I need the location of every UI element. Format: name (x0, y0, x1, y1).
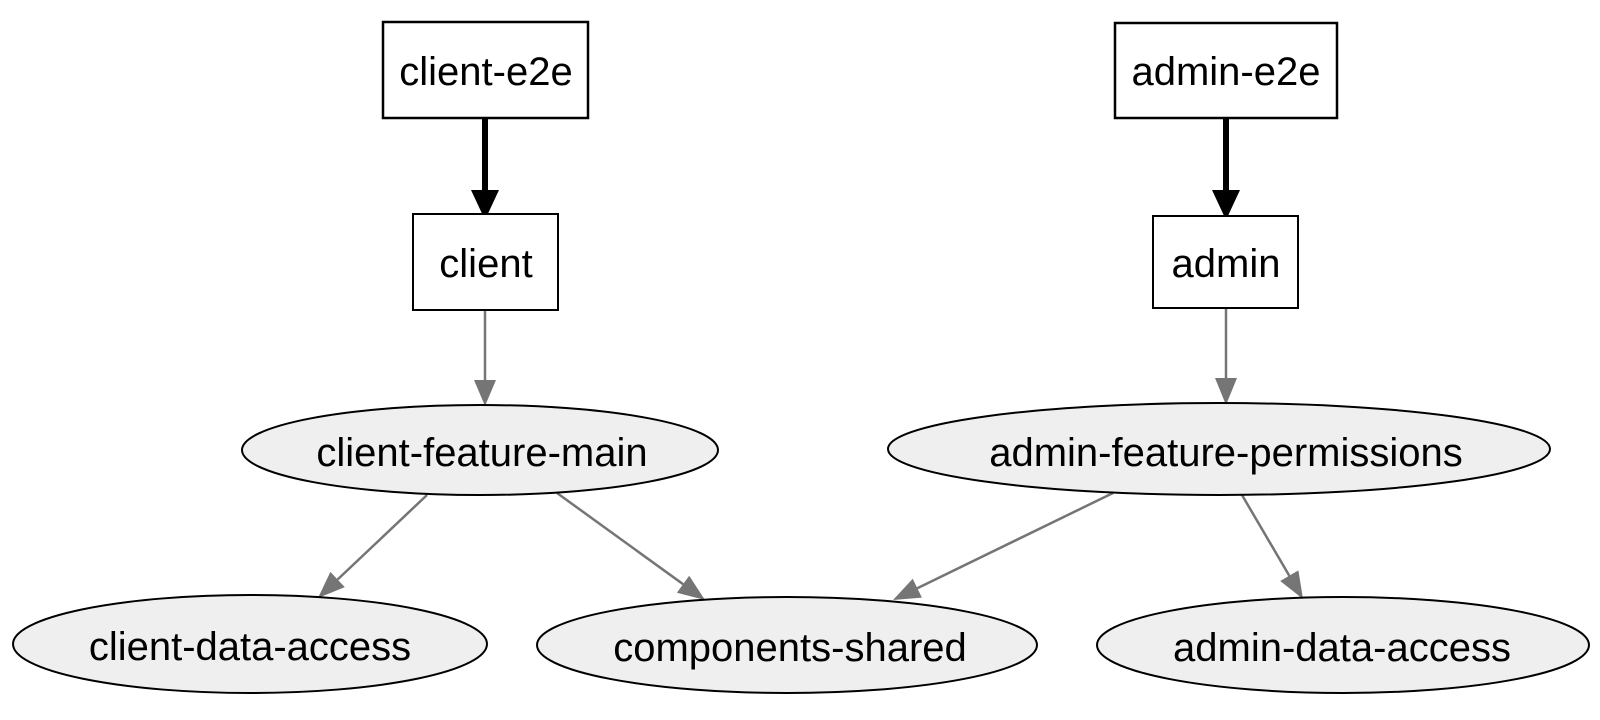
edge-arrowhead (1212, 190, 1240, 220)
node-client-data-access[interactable]: client-data-access (12, 594, 488, 694)
edge-arrowhead (1215, 378, 1237, 405)
edge-client-e2e-to-client (471, 119, 499, 220)
edge-admin-to-admin-feature-permissions (1215, 309, 1237, 405)
edge-admin-feature-permissions-to-admin-data-access (1240, 494, 1303, 599)
node-client-e2e[interactable]: client-e2e (381, 20, 590, 120)
edge-arrowhead (471, 190, 499, 220)
node-label: admin-feature-permissions (989, 431, 1463, 475)
node-admin-e2e[interactable]: admin-e2e (1113, 21, 1339, 120)
edge-client-to-client-feature-main (474, 311, 496, 406)
ellipse-shape (241, 404, 719, 496)
edge-line (1240, 494, 1291, 577)
ellipse-shape (1096, 596, 1590, 694)
edge-line (916, 491, 1114, 590)
edge-arrowhead (676, 575, 705, 600)
edge-arrowhead (474, 380, 496, 406)
edge-admin-e2e-to-admin (1212, 119, 1240, 220)
edge-admin-feature-permissions-to-components-shared (893, 491, 1114, 600)
node-admin-feature-permissions[interactable]: admin-feature-permissions (887, 402, 1551, 496)
box-shape (412, 213, 559, 311)
node-label: client-feature-main (316, 431, 647, 475)
node-client[interactable]: client (412, 213, 559, 311)
node-label: client-e2e (399, 50, 572, 94)
node-label: admin-e2e (1131, 50, 1320, 94)
box-shape (1113, 21, 1339, 120)
ellipse-shape (12, 594, 488, 694)
edge-client-feature-main-to-components-shared (556, 491, 705, 600)
node-label: admin-data-access (1173, 626, 1511, 670)
box-shape (1152, 215, 1299, 309)
ellipse-shape (887, 402, 1551, 496)
node-label: client-data-access (89, 625, 411, 669)
node-label: components-shared (613, 626, 967, 670)
node-client-feature-main[interactable]: client-feature-main (241, 404, 719, 496)
node-admin-data-access[interactable]: admin-data-access (1096, 596, 1590, 694)
edge-line (336, 494, 428, 581)
edge-arrowhead (893, 578, 922, 600)
node-label: client (439, 242, 532, 286)
edge-arrowhead (1280, 570, 1303, 599)
node-label: admin (1172, 242, 1281, 286)
edge-client-feature-main-to-client-data-access (318, 494, 428, 598)
node-admin[interactable]: admin (1152, 215, 1299, 309)
ellipse-shape (536, 596, 1038, 694)
box-shape (381, 20, 590, 120)
edge-arrowhead (318, 571, 345, 598)
edge-line (556, 491, 684, 586)
node-components-shared[interactable]: components-shared (536, 596, 1038, 694)
